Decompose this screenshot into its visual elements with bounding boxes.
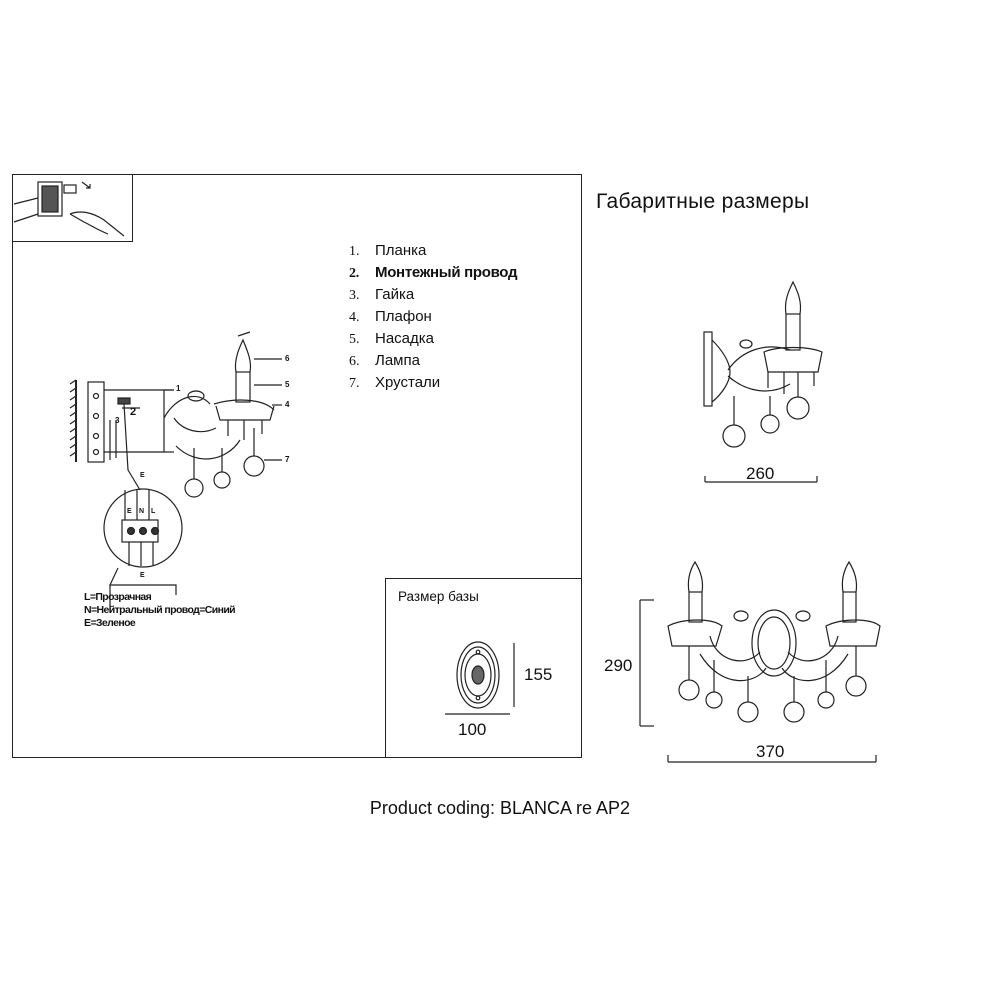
parts-list-item: 6.Лампа xyxy=(349,352,420,369)
wiring-legend-line: E=Зеленое xyxy=(84,617,136,629)
double-sconce-front-view xyxy=(639,560,881,763)
callout-label-4: 4 xyxy=(285,400,290,409)
terminal-label-n: N xyxy=(139,508,145,515)
callout-label-3: 3 xyxy=(115,416,120,425)
wiring-legend-line: L=Прозрачная xyxy=(84,591,152,603)
assembly-panel-frame xyxy=(12,174,582,758)
double-height-dimension: 290 xyxy=(604,656,633,675)
double-width-dimension: 370 xyxy=(756,742,785,761)
power-off-warning-box xyxy=(12,174,133,242)
parts-list-item: 1.Планка xyxy=(349,242,427,259)
terminal-label-l: L xyxy=(151,508,156,515)
base-plate-drawing xyxy=(445,641,515,715)
terminal-block-detail xyxy=(103,488,183,612)
terminal-label-e: E xyxy=(127,508,132,515)
parts-list: 1.Планка 2.Монтежный провод 3.Гайка 4.Пл… xyxy=(349,240,518,394)
base-height-dimension: 155 xyxy=(524,665,553,684)
callout-label-6: 6 xyxy=(285,354,290,363)
callout-label-7: 7 xyxy=(285,455,290,464)
parts-list-item: 4.Плафон xyxy=(349,308,432,325)
callout-label-5: 5 xyxy=(285,380,290,389)
terminal-label-top: E xyxy=(140,472,145,479)
single-sconce-front-view xyxy=(703,280,823,483)
overall-dimensions-title: Габаритные размеры xyxy=(596,190,810,213)
parts-list-item: 3.Гайка xyxy=(349,286,415,303)
terminal-label-bottom: E xyxy=(140,572,145,579)
product-code: Product coding: BLANCA re AP2 xyxy=(369,798,631,818)
assembly-sconce-arm xyxy=(163,331,275,498)
parts-list-item: 5.Насадка xyxy=(349,330,435,347)
callout-leaders xyxy=(122,358,282,461)
base-size-title: Размер базы xyxy=(398,589,479,604)
callout-label-1: 1 xyxy=(176,384,181,393)
base-size-box xyxy=(385,578,582,758)
switch-off-pictogram-icon xyxy=(13,181,125,237)
wiring-legend-line: N=Нейтральный провод=Синий xyxy=(84,604,236,616)
parts-list-item: 7.Хрустали xyxy=(349,374,441,391)
base-width-dimension: 100 xyxy=(458,720,487,739)
wiring-legend: L=Прозрачная N=Нейтральный провод=Синий … xyxy=(84,591,236,630)
callout-label-2: 2 xyxy=(130,406,137,418)
single-width-dimension: 260 xyxy=(746,464,775,483)
parts-list-item: 2.Монтежный провод xyxy=(349,264,518,281)
wall-plate-side-view xyxy=(69,379,174,491)
